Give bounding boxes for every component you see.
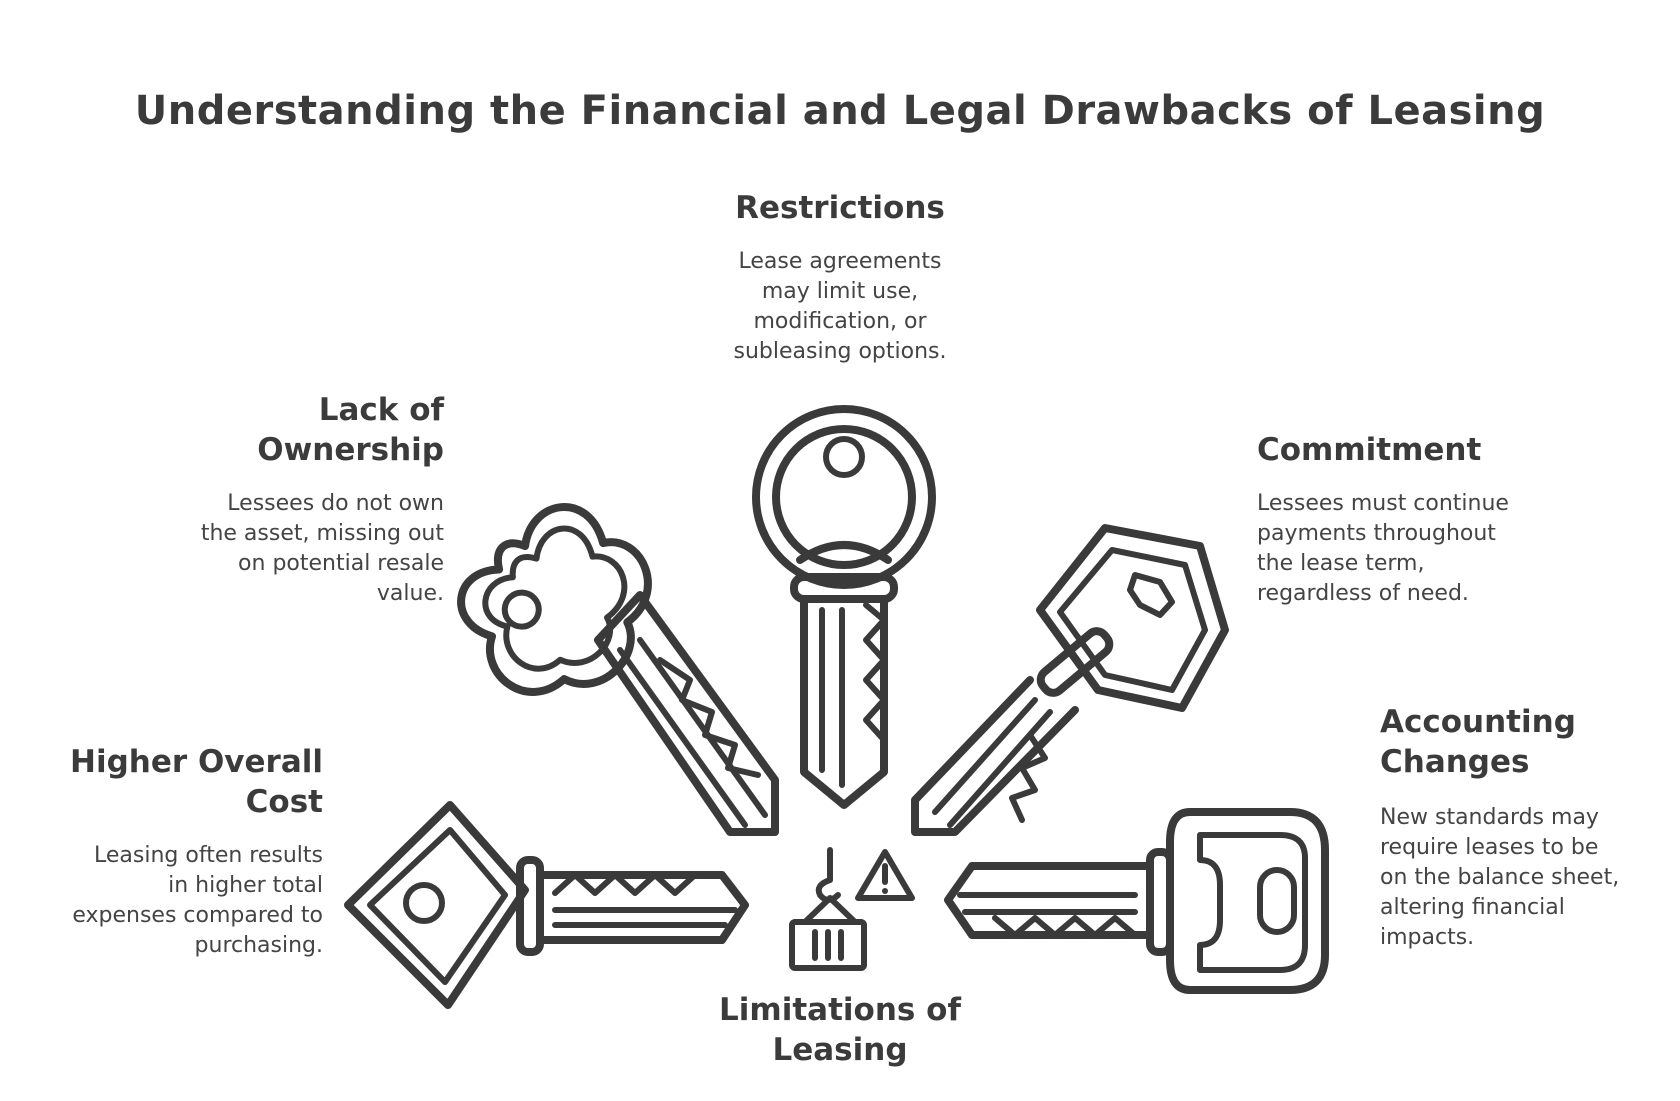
accounting-line-2: require leases to be <box>1380 835 1599 860</box>
ownership-line-4: value. <box>376 581 444 606</box>
upper-right-key-icon <box>911 524 1229 836</box>
center-label-line-2: Leasing <box>772 1032 908 1068</box>
ownership-line-3: on potential resale <box>238 551 444 576</box>
upper-left-key-icon <box>457 503 652 696</box>
cost-heading-line-2: Cost <box>245 784 323 820</box>
ownership-heading-line-1: Lack of <box>318 392 444 428</box>
cost-line-1: Leasing often results <box>94 843 323 868</box>
accounting-heading-line-1: Accounting <box>1380 704 1576 740</box>
ownership-heading-line-2: Ownership <box>257 432 444 468</box>
restrictions-line-1: Lease agreements <box>738 249 942 274</box>
accounting-heading: Accounting Changes <box>1380 702 1670 782</box>
diagram-title: Understanding the Financial and Legal Dr… <box>134 88 1546 134</box>
commitment-description: Lessees must continue payments throughou… <box>1257 489 1597 609</box>
accounting-line-5: impacts. <box>1380 925 1475 950</box>
ownership-description: Lessees do not own the asset, missing ou… <box>130 489 444 609</box>
restrictions-line-3: modification, or <box>753 309 927 334</box>
restrictions-description: Lease agreements may limit use, modifica… <box>690 247 990 367</box>
commitment-line-1: Lessees must continue <box>1257 491 1509 516</box>
top-key-icon <box>752 405 936 809</box>
commitment-line-2: payments throughout <box>1257 521 1496 546</box>
restrictions-heading: Restrictions <box>735 190 945 226</box>
center-label: Limitations of Leasing <box>690 990 990 1070</box>
accounting-heading-line-2: Changes <box>1380 744 1530 780</box>
cost-line-4: purchasing. <box>194 933 323 958</box>
cost-line-2: in higher total <box>168 873 323 898</box>
accounting-line-4: altering financial <box>1380 895 1565 920</box>
accounting-description: New standards may require leases to be o… <box>1380 803 1670 953</box>
cost-heading-line-1: Higher Overall <box>70 744 323 780</box>
container-icon <box>789 895 867 971</box>
ownership-heading: Lack of Ownership <box>130 390 444 470</box>
cost-heading: Higher Overall Cost <box>20 742 323 822</box>
warning-icon <box>855 849 915 901</box>
ownership-line-2: the asset, missing out <box>200 521 444 546</box>
upper-left-key-blade <box>594 591 779 836</box>
restrictions-line-4: subleasing options. <box>733 339 947 364</box>
accounting-line-3: on the balance sheet, <box>1380 865 1620 890</box>
accounting-line-1: New standards may <box>1380 805 1599 830</box>
center-label-line-1: Limitations of <box>719 992 961 1028</box>
commitment-line-4: regardless of need. <box>1257 581 1469 606</box>
cost-line-3: expenses compared to <box>72 903 323 928</box>
lower-right-key-icon <box>944 808 1329 994</box>
commitment-heading: Commitment <box>1257 432 1482 468</box>
cost-description: Leasing often results in higher total ex… <box>20 841 323 961</box>
ownership-line-1: Lessees do not own <box>227 491 444 516</box>
commitment-line-3: the lease term, <box>1257 551 1425 576</box>
restrictions-line-2: may limit use, <box>761 279 919 304</box>
lower-left-key-icon <box>344 801 749 1009</box>
crane-hook-icon <box>815 847 841 903</box>
